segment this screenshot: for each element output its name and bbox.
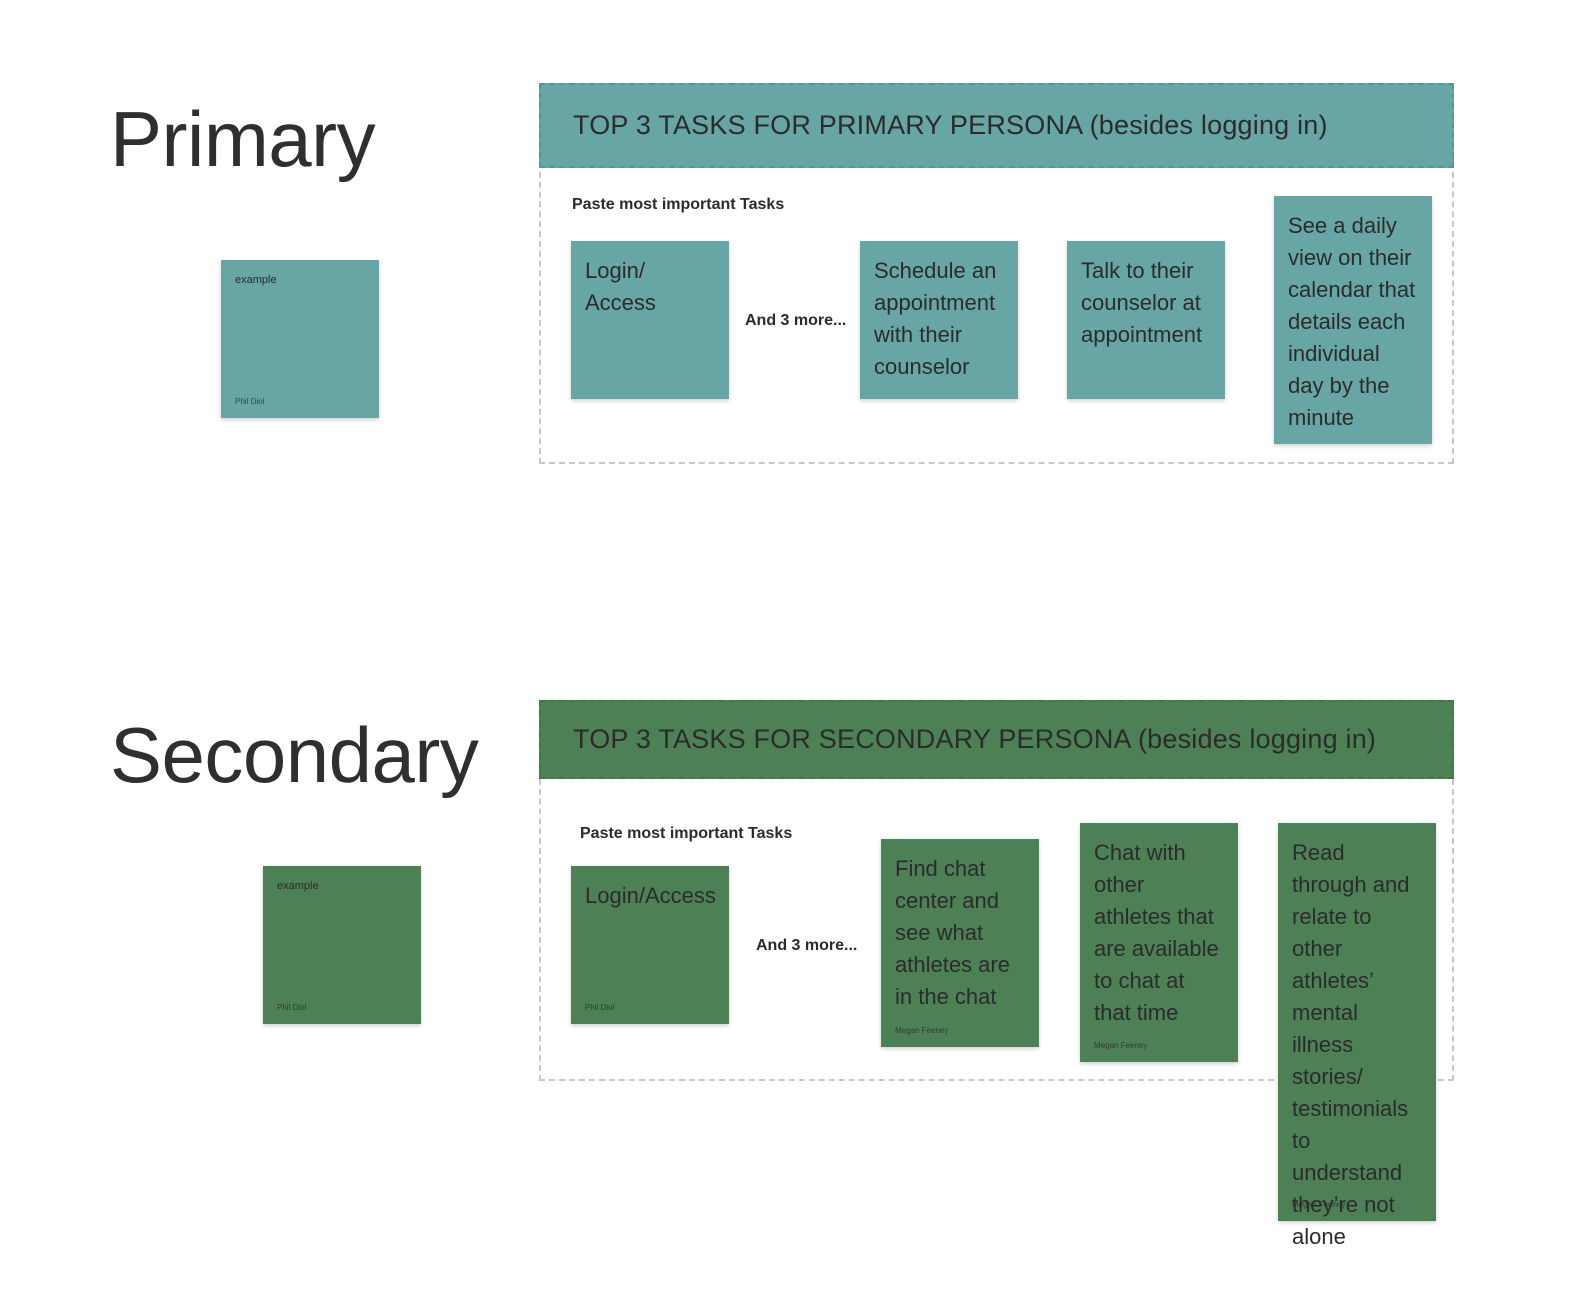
sticky-note-text: Schedule an appointment with their couns… [874,258,997,379]
sticky-note-text: Login/Access [585,883,716,908]
secondary-persona-title: Secondary [110,711,479,799]
primary-example-sticky-note[interactable]: example Phil Diol [221,260,379,418]
primary-more-tasks-label: And 3 more... [745,312,847,329]
sticky-note-text: Talk to their counselor at appointment [1081,258,1203,347]
secondary-task-note-3[interactable]: Chat with other athletes that are availa… [1080,823,1238,1062]
sticky-note-author: Megan Feeney [1292,1200,1346,1209]
secondary-more-tasks-label: And 3 more... [756,937,858,954]
secondary-tasks-caption: Paste most important Tasks [580,825,793,842]
sticky-note-author: Phil Diol [585,1003,615,1012]
primary-persona-title: Primary [110,95,376,183]
secondary-task-note-1[interactable]: Login/Access Phil Diol [571,866,729,1024]
sticky-note-author: Phil Diol [235,397,265,406]
secondary-task-note-2[interactable]: Find chat center and see what athletes a… [881,839,1039,1047]
primary-tasks-caption: Paste most important Tasks [572,196,785,213]
primary-task-note-3[interactable]: Talk to their counselor at appointment [1067,241,1225,399]
primary-tasks-header: TOP 3 TASKS FOR PRIMARY PERSONA (besides… [539,83,1454,168]
primary-task-note-4[interactable]: See a daily view on their calendar that … [1274,196,1432,444]
secondary-tasks-header: TOP 3 TASKS FOR SECONDARY PERSONA (besid… [539,700,1454,779]
sticky-note-text: example [277,880,319,892]
sticky-note-author: Megan Feeney [1094,1041,1148,1050]
sticky-note-text: Find chat center and see what athletes a… [895,856,1010,1009]
sticky-note-text: Read through and relate to other athlete… [1292,840,1410,1249]
primary-task-note-1[interactable]: Login/ Access [571,241,729,399]
secondary-task-note-4[interactable]: Read through and relate to other athlete… [1278,823,1436,1249]
sticky-note-author: Megan Feeney [895,1026,949,1035]
sticky-note-text: Chat with other athletes that are availa… [1094,840,1219,1025]
sticky-note-text: example [235,274,277,286]
sticky-note-text: See a daily view on their calendar that … [1288,213,1416,430]
sticky-note-text: Login/ Access [585,258,656,315]
primary-task-note-2[interactable]: Schedule an appointment with their couns… [860,241,1018,399]
sticky-note-author: Phil Diol [277,1003,307,1012]
secondary-example-sticky-note[interactable]: example Phil Diol [263,866,421,1024]
